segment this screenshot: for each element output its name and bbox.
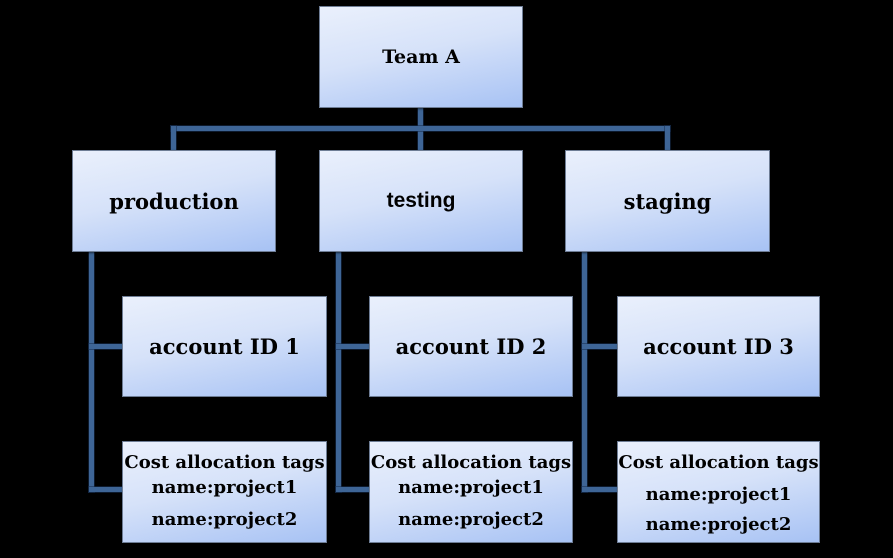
staging-label: staging	[623, 188, 712, 214]
cost-tags-1-title: Cost allocation tags	[124, 452, 325, 473]
connector-stub-cost-tags-1	[89, 487, 123, 492]
cost-tags-2-title: Cost allocation tags	[370, 452, 572, 473]
connector-stub-account-3	[582, 344, 618, 349]
account-id-3-label: account ID 3	[643, 334, 794, 359]
account-id-1-label: account ID 1	[149, 334, 300, 359]
node-testing: testing	[319, 150, 523, 252]
cost-tags-3-title: Cost allocation tags	[618, 452, 819, 473]
cost-tags-1-line-1: name:project1	[151, 477, 298, 498]
account-id-2-label: account ID 2	[395, 334, 547, 359]
connector-stub-cost-tags-2	[336, 487, 370, 492]
cost-tags-2-line-1: name:project1	[398, 477, 544, 498]
connector-branch-production	[89, 251, 94, 492]
node-production: production	[72, 150, 276, 252]
connector-branch-testing	[336, 251, 341, 492]
cost-tags-2-line-2: name:project2	[398, 509, 544, 530]
node-staging: staging	[565, 150, 770, 252]
cost-tags-1-line-2: name:project2	[151, 509, 298, 530]
node-cost-tags-1: Cost allocation tags name:project1 name:…	[122, 441, 327, 543]
node-cost-tags-2: Cost allocation tags name:project1 name:…	[369, 441, 573, 543]
production-label: production	[109, 188, 239, 214]
connector-stub-account-1	[89, 344, 123, 349]
team-a-label: Team A	[382, 46, 460, 68]
node-account-id-3: account ID 3	[617, 296, 820, 397]
node-cost-tags-3: Cost allocation tags name:project1 name:…	[617, 441, 820, 543]
connector-horizontal-bus	[171, 126, 670, 131]
node-account-id-2: account ID 2	[369, 296, 573, 397]
testing-label: testing	[386, 189, 456, 212]
connector-stub-account-2	[336, 344, 370, 349]
connector-branch-staging	[582, 251, 587, 492]
cost-tags-3-line-1: name:project1	[645, 484, 792, 505]
connector-drop-production	[171, 126, 176, 150]
connector-stub-cost-tags-3	[582, 487, 618, 492]
cost-tags-3-line-2: name:project2	[645, 514, 792, 535]
node-account-id-1: account ID 1	[122, 296, 327, 397]
node-team-a: Team A	[319, 6, 523, 108]
connector-drop-staging	[665, 126, 670, 150]
